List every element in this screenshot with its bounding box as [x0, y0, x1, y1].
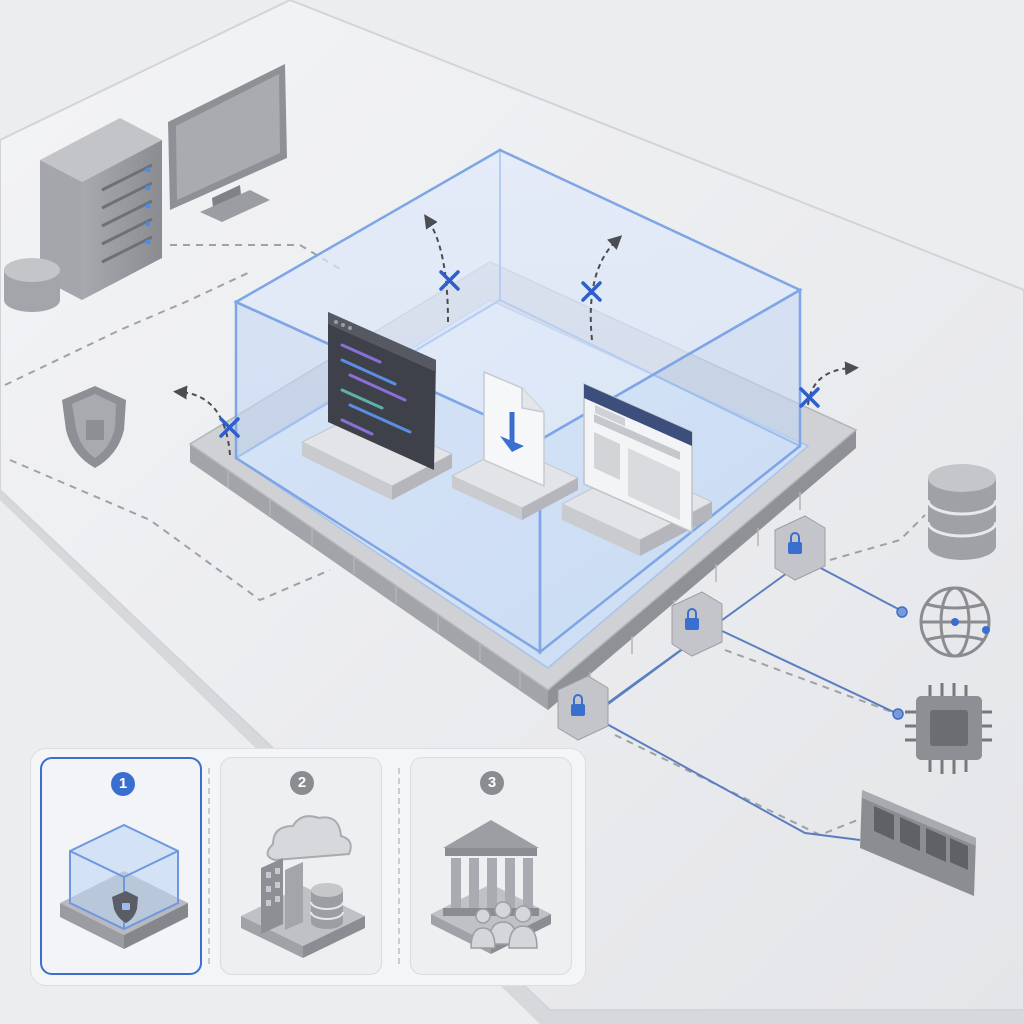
institution-users-icon	[431, 820, 551, 954]
shield-icon	[62, 386, 126, 468]
lock-icon	[557, 675, 609, 741]
step-card-2[interactable]: 2	[220, 757, 382, 975]
globe-node	[982, 626, 990, 634]
step-card-1[interactable]: 1	[40, 757, 202, 975]
step-number: 1	[111, 772, 135, 796]
glass-sandbox-enclosure	[233, 148, 803, 655]
monitor-icon	[168, 64, 287, 222]
step-number: 2	[290, 771, 314, 795]
step-separator	[208, 768, 210, 964]
step-separator	[398, 768, 400, 964]
step-number: 3	[480, 771, 504, 795]
lock-icon	[774, 515, 826, 581]
globe-node	[951, 618, 959, 626]
external-dashed-connectors	[4, 244, 926, 837]
memory-module-icon	[860, 790, 976, 896]
connector-node	[896, 606, 908, 618]
storage-cylinder-icon	[4, 258, 60, 312]
lock-icon	[671, 591, 723, 657]
cpu-chip-icon	[905, 683, 992, 774]
download-file-icon	[450, 370, 580, 520]
sandbox-cube-icon	[60, 823, 188, 949]
connector-node	[892, 708, 904, 720]
browser-window-icon	[560, 382, 714, 556]
database-icon	[926, 464, 998, 560]
blocked-escape-arrows	[173, 214, 859, 456]
blocked-x-icon	[219, 270, 820, 438]
code-terminal-icon	[300, 312, 454, 500]
step-card-3[interactable]: 3	[410, 757, 572, 975]
cloud-datacenter-icon	[241, 815, 365, 958]
server-tower-icon	[40, 118, 162, 300]
